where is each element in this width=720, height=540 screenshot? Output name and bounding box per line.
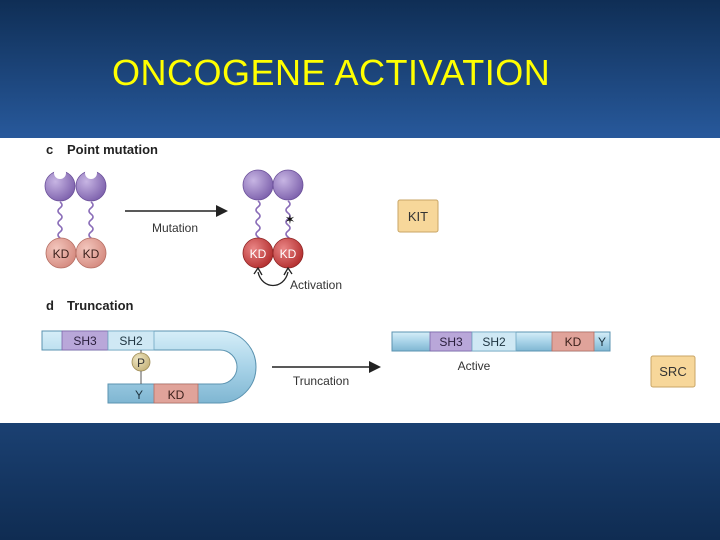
- sh2-label-active: SH2: [482, 335, 506, 349]
- kd-label-folded: KD: [168, 388, 185, 402]
- kd-label-active-left: KD: [250, 247, 267, 261]
- ligand-binding-domain-left: [44, 167, 76, 202]
- sh2-label-folded: SH2: [119, 334, 143, 348]
- phosphate-label: P: [137, 356, 145, 370]
- linker-mutant-left: [255, 200, 261, 244]
- panel-c-heading: Point mutation: [67, 142, 158, 157]
- inactive-src-folded: SH3 SH2 P Y KD: [41, 330, 257, 404]
- kd-label-inactive-right: KD: [83, 247, 100, 261]
- activation-curved-arrow: [257, 271, 289, 287]
- kd-label-active-right: KD: [280, 247, 297, 261]
- kinase-domain-right: [75, 237, 107, 269]
- kd-domain-active: [551, 331, 595, 352]
- slide-title: ONCOGENE ACTIVATION: [112, 52, 551, 93]
- panel-d-letter: d: [46, 298, 54, 313]
- kit-gene-box: [397, 199, 439, 233]
- mutation-star-icon: ✶: [285, 212, 296, 227]
- panel-c-letter: c: [46, 142, 53, 157]
- ligand-domain-mutant-left: [242, 169, 274, 201]
- kd-label-active: KD: [565, 335, 582, 349]
- ligand-binding-domain-right: [75, 167, 107, 202]
- src-gene-box: [650, 355, 696, 388]
- kd-domain-folded: [153, 383, 199, 404]
- panel-d-heading: Truncation: [67, 298, 134, 313]
- ligand-domain-mutant-right: [272, 169, 304, 201]
- kd-label-inactive-left: KD: [53, 247, 70, 261]
- sh2-domain-active: [471, 331, 517, 352]
- inactive-kit-dimer: KD KD: [44, 167, 107, 269]
- sh2-domain: [107, 330, 155, 351]
- active-src-linear: SH3 SH2 KD Y: [391, 331, 611, 352]
- mutated-kit-dimer: ✶ KD KD: [242, 169, 304, 287]
- oncogene-figure: c Point mutation KD KD: [41, 142, 696, 404]
- sh3-label-folded: SH3: [73, 334, 97, 348]
- sh3-label-active: SH3: [439, 335, 463, 349]
- activation-label: Activation: [290, 278, 342, 292]
- truncation-arrow-label: Truncation: [293, 374, 349, 388]
- src-gene-label: SRC: [659, 364, 686, 379]
- kit-gene-label: KIT: [408, 209, 428, 224]
- transmembrane-linker-left: [57, 201, 63, 245]
- transmembrane-linker-right: [88, 201, 94, 245]
- tyrosine-label-active: Y: [598, 335, 606, 349]
- mutation-arrow-label: Mutation: [152, 221, 198, 235]
- active-label: Active: [458, 359, 491, 373]
- linker-mutant-right: [285, 200, 291, 244]
- figure-panel: c Point mutation KD KD: [0, 138, 720, 423]
- tyrosine-label-folded: Y: [135, 388, 143, 402]
